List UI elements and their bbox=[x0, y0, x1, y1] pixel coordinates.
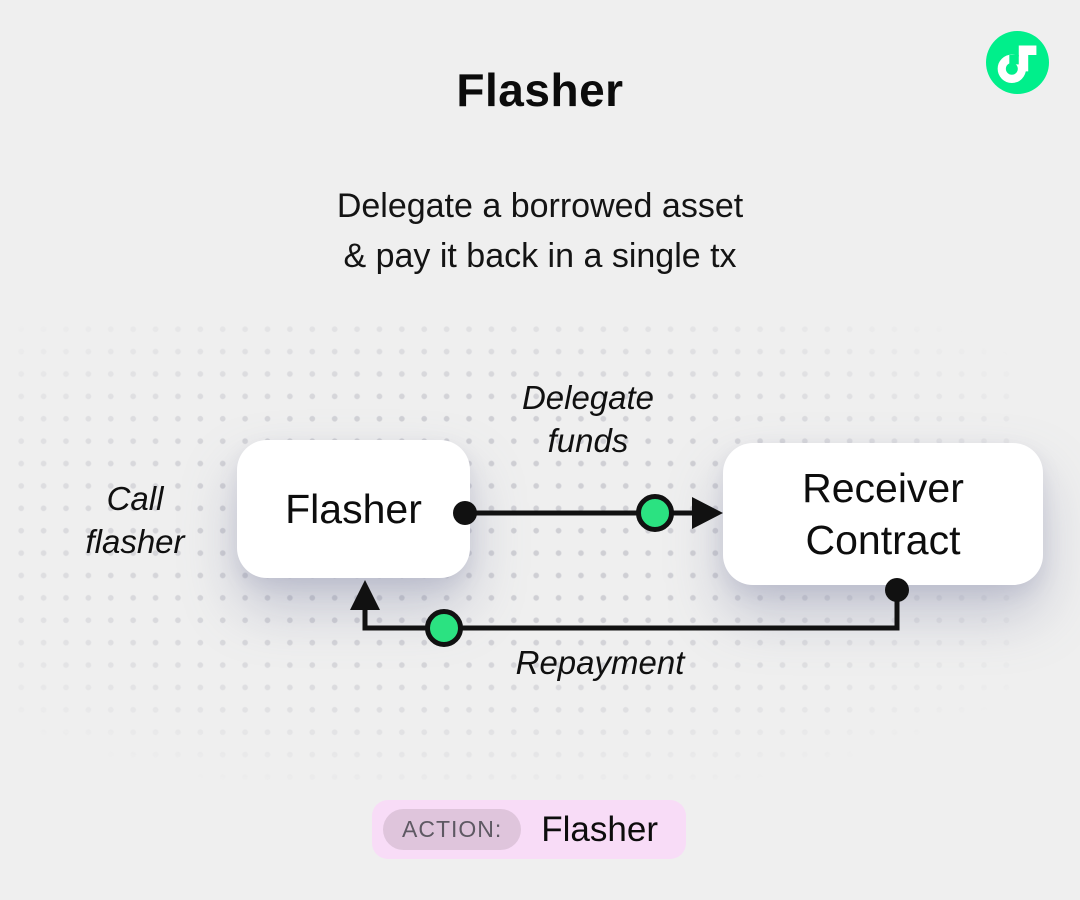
receiver-node-label-line-2: Contract bbox=[805, 517, 961, 563]
flasher-node: Flasher bbox=[237, 440, 470, 578]
subtitle-line-2: & pay it back in a single tx bbox=[343, 237, 737, 275]
action-pill: ACTION: Flasher bbox=[372, 800, 686, 859]
action-value: Flasher bbox=[541, 809, 658, 849]
receiver-contract-node: Receiver Contract bbox=[723, 443, 1043, 585]
flow-logo-stem bbox=[1018, 45, 1037, 72]
action-badge: ACTION: bbox=[383, 809, 522, 850]
receiver-node-label-line-1: Receiver bbox=[802, 465, 964, 511]
repayment-label: Repayment bbox=[515, 644, 685, 681]
flasher-node-label: Flasher bbox=[285, 485, 422, 532]
page-title: Flasher bbox=[456, 64, 624, 116]
subtitle-line-1: Delegate a borrowed asset bbox=[336, 187, 744, 225]
call-flasher-label: Call flasher bbox=[85, 480, 185, 560]
flow-logo-icon bbox=[986, 31, 1049, 94]
flow-logo-notch bbox=[1009, 54, 1019, 65]
delegate-funds-label: Delegate funds bbox=[521, 379, 655, 459]
subtitle: Delegate a borrowed asset & pay it back … bbox=[0, 181, 1080, 281]
